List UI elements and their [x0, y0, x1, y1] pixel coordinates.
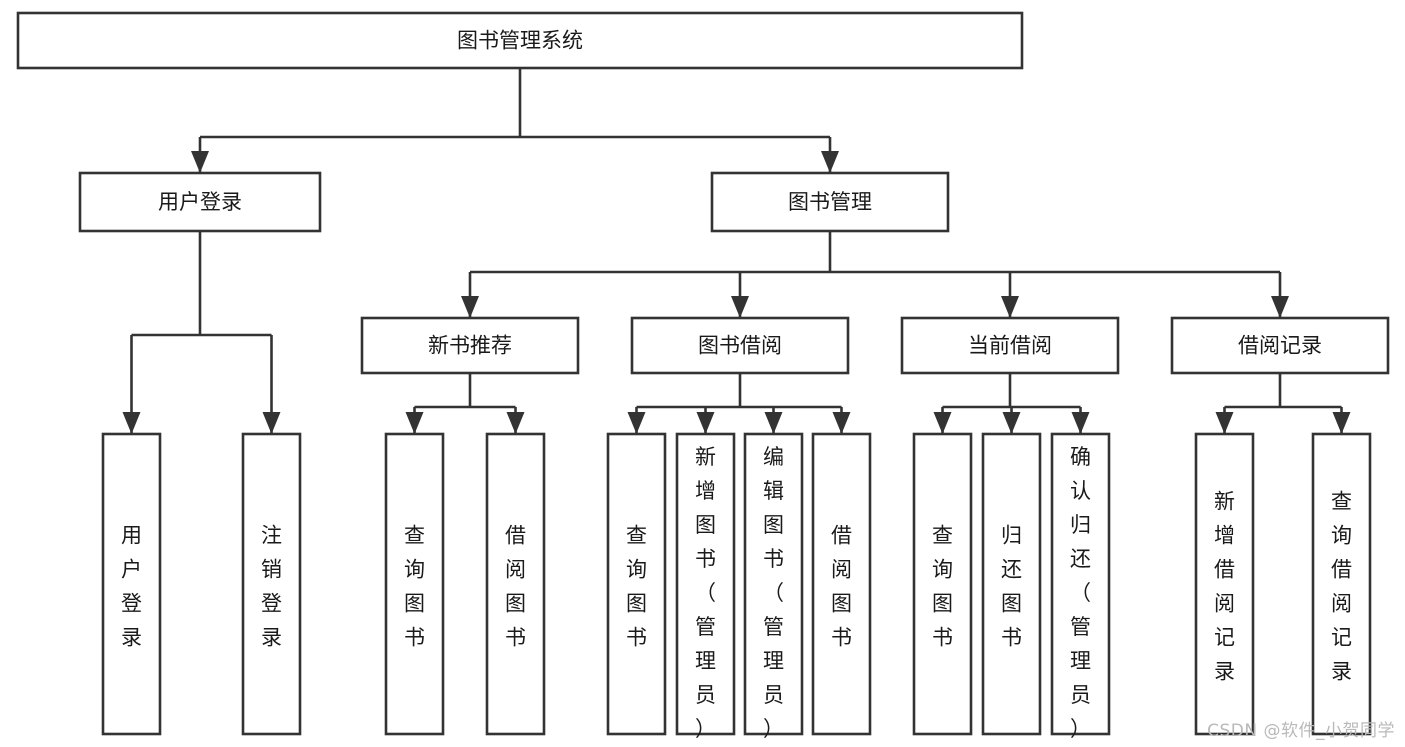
node-rect — [630, 316, 850, 375]
node-label: 新增借阅记录 — [1214, 490, 1235, 684]
node-rect — [78, 171, 322, 233]
leaf-node-leaf-query-book-3[interactable]: 查询图书 — [912, 432, 973, 736]
node-rect — [743, 432, 804, 736]
arrow-head-icon — [1332, 412, 1351, 434]
level3-node-book-borrow[interactable]: 图书借阅 — [630, 316, 850, 375]
node-rect — [16, 11, 1024, 70]
node-rect — [981, 432, 1042, 736]
arrow-head-icon — [405, 412, 424, 434]
leaf-node-leaf-edit-book[interactable]: 编辑图书（管理员） — [743, 432, 804, 741]
arrow-head-icon — [262, 412, 281, 434]
connectors-layer — [122, 68, 1351, 434]
leaf-node-leaf-confirm-return[interactable]: 确认归还（管理员） — [1050, 432, 1111, 741]
arrow-head-icon — [122, 412, 141, 434]
node-label: 图书借阅 — [698, 334, 782, 358]
node-label: 新书推荐 — [428, 334, 512, 358]
arrow-head-icon — [731, 296, 749, 318]
node-label: 查询图书 — [626, 524, 647, 650]
level3-node-current-borrow[interactable]: 当前借阅 — [900, 316, 1120, 375]
arrow-head-icon — [1001, 296, 1019, 318]
node-label: 确认归还（管理员） — [1070, 445, 1091, 741]
node-rect — [912, 432, 973, 736]
arrow-head-icon — [627, 412, 646, 434]
node-rect — [485, 432, 546, 736]
node-label: 借阅图书 — [505, 524, 526, 650]
leaf-node-leaf-add-record[interactable]: 新增借阅记录 — [1194, 432, 1255, 736]
arrow-head-icon — [1271, 296, 1289, 318]
arrow-head-icon — [696, 412, 715, 434]
node-label: 用户登录 — [121, 524, 142, 650]
arrow-head-icon — [461, 296, 479, 318]
level2-node-user-login[interactable]: 用户登录 — [78, 171, 322, 233]
arrow-head-icon — [1071, 412, 1090, 434]
node-label: 当前借阅 — [968, 334, 1052, 358]
leaf-node-leaf-add-book[interactable]: 新增图书（管理员） — [675, 432, 736, 741]
node-label: 查询借阅记录 — [1331, 490, 1352, 684]
root-node-book-management-system[interactable]: 图书管理系统 — [16, 11, 1024, 70]
leaf-node-leaf-return-book[interactable]: 归还图书 — [981, 432, 1042, 736]
arrow-head-icon — [832, 412, 851, 434]
leaf-node-leaf-query-record[interactable]: 查询借阅记录 — [1311, 432, 1372, 736]
node-label: 查询图书 — [932, 524, 953, 650]
leaf-node-leaf-borrow-book-1[interactable]: 借阅图书 — [485, 432, 546, 736]
arrow-head-icon — [1002, 412, 1021, 434]
node-rect — [675, 432, 736, 736]
node-label: 借阅记录 — [1238, 334, 1322, 358]
node-rect — [241, 432, 302, 736]
level3-node-borrow-record[interactable]: 借阅记录 — [1170, 316, 1390, 375]
node-rect — [1194, 432, 1255, 736]
leaf-node-leaf-query-book-2[interactable]: 查询图书 — [606, 432, 667, 736]
arrow-head-icon — [506, 412, 525, 434]
leaf-node-leaf-query-book-1[interactable]: 查询图书 — [384, 432, 445, 736]
arrow-head-icon — [764, 412, 783, 434]
arrow-head-icon — [1215, 412, 1234, 434]
node-rect — [811, 432, 872, 736]
node-label: 图书管理系统 — [457, 29, 583, 53]
node-label: 归还图书 — [1001, 524, 1022, 650]
node-rect — [606, 432, 667, 736]
level2-node-book-manage[interactable]: 图书管理 — [710, 171, 950, 233]
node-rect — [1311, 432, 1372, 736]
node-label: 编辑图书（管理员） — [763, 445, 784, 741]
arrow-head-icon — [933, 412, 952, 434]
node-rect — [101, 432, 162, 736]
leaf-node-leaf-logout[interactable]: 注销登录 — [241, 432, 302, 736]
node-label: 借阅图书 — [831, 524, 852, 650]
watermark-text: CSDN @软件_小贺同学 — [1207, 721, 1395, 741]
level3-node-new-book-recommend[interactable]: 新书推荐 — [360, 316, 580, 375]
arrow-head-icon — [821, 151, 839, 173]
node-rect — [900, 316, 1120, 375]
leaf-node-leaf-user-login[interactable]: 用户登录 — [101, 432, 162, 736]
node-label: 新增图书（管理员） — [695, 445, 716, 741]
node-label: 用户登录 — [158, 190, 242, 214]
arrow-head-icon — [191, 151, 209, 173]
leaf-node-leaf-borrow-book-2[interactable]: 借阅图书 — [811, 432, 872, 736]
node-rect — [360, 316, 580, 375]
node-rect — [1050, 432, 1111, 736]
node-rect — [710, 171, 950, 233]
boxes-layer: 图书管理系统用户登录图书管理新书推荐图书借阅当前借阅借阅记录用户登录注销登录查询… — [16, 11, 1390, 741]
node-label: 图书管理 — [788, 190, 872, 214]
node-label: 注销登录 — [261, 524, 282, 650]
node-rect — [1170, 316, 1390, 375]
node-rect — [384, 432, 445, 736]
node-label: 查询图书 — [404, 524, 425, 650]
